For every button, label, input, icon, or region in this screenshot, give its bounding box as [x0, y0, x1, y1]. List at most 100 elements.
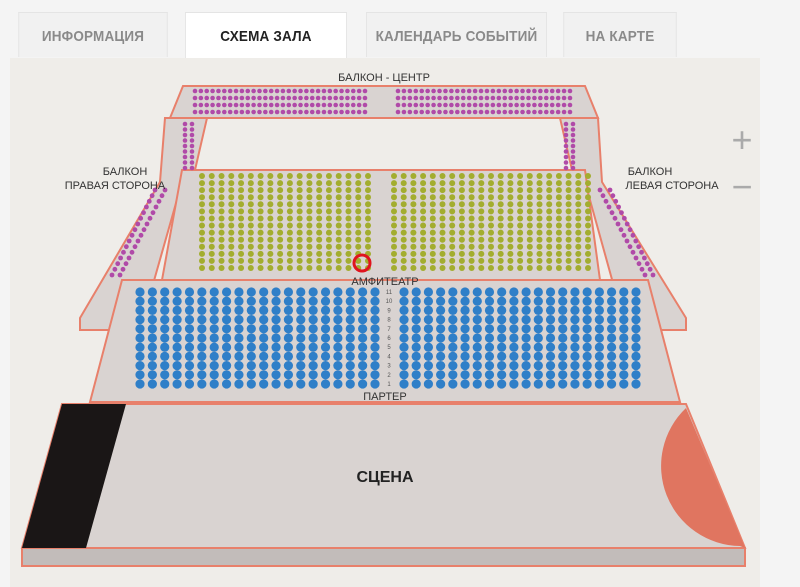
seat[interactable]	[639, 266, 645, 272]
selected-seat-marker[interactable]	[352, 253, 372, 273]
seat[interactable]	[147, 324, 157, 334]
seat[interactable]	[413, 102, 419, 108]
seat[interactable]	[533, 287, 543, 297]
seat[interactable]	[189, 132, 195, 138]
seat[interactable]	[199, 173, 205, 179]
seat[interactable]	[631, 324, 641, 334]
seat[interactable]	[497, 215, 504, 222]
seat[interactable]	[221, 351, 232, 361]
seat[interactable]	[497, 194, 504, 201]
seat[interactable]	[508, 95, 513, 101]
seat[interactable]	[292, 102, 297, 108]
seat[interactable]	[563, 121, 569, 127]
seat[interactable]	[335, 222, 342, 229]
seat[interactable]	[514, 95, 519, 101]
seat[interactable]	[533, 305, 543, 315]
seat[interactable]	[570, 287, 580, 297]
seat[interactable]	[468, 194, 475, 201]
seat[interactable]	[182, 127, 188, 132]
seat[interactable]	[555, 222, 562, 229]
seat[interactable]	[585, 215, 591, 222]
seat[interactable]	[370, 287, 380, 297]
seat[interactable]	[304, 109, 309, 115]
seat[interactable]	[565, 222, 572, 229]
seat[interactable]	[135, 296, 145, 306]
seat[interactable]	[400, 236, 407, 243]
seat[interactable]	[490, 95, 496, 101]
seat[interactable]	[472, 351, 482, 361]
seat[interactable]	[246, 287, 256, 297]
seat[interactable]	[257, 208, 264, 215]
seat[interactable]	[484, 315, 495, 325]
seat[interactable]	[546, 229, 553, 236]
seat[interactable]	[545, 379, 556, 389]
seat[interactable]	[184, 370, 195, 380]
seat[interactable]	[419, 102, 425, 108]
seat[interactable]	[221, 370, 232, 380]
seat[interactable]	[468, 208, 475, 215]
seat[interactable]	[585, 208, 591, 215]
seat[interactable]	[286, 236, 293, 243]
seat[interactable]	[526, 180, 533, 187]
seat[interactable]	[536, 180, 543, 187]
seat[interactable]	[437, 102, 442, 108]
seat[interactable]	[345, 173, 352, 179]
seat[interactable]	[391, 187, 397, 194]
seat[interactable]	[251, 109, 256, 115]
seat[interactable]	[221, 287, 232, 297]
seat[interactable]	[172, 324, 182, 334]
seat[interactable]	[429, 257, 436, 264]
seat[interactable]	[526, 222, 533, 229]
seat[interactable]	[420, 180, 427, 187]
seat[interactable]	[607, 187, 613, 193]
seat[interactable]	[642, 272, 648, 278]
seat[interactable]	[162, 187, 168, 193]
seat[interactable]	[238, 243, 245, 250]
seat[interactable]	[395, 95, 401, 101]
seat[interactable]	[507, 250, 514, 257]
seat[interactable]	[413, 88, 419, 94]
seat[interactable]	[612, 215, 618, 221]
seat[interactable]	[296, 236, 303, 243]
seat[interactable]	[345, 305, 355, 315]
seat[interactable]	[192, 109, 198, 115]
seat[interactable]	[345, 250, 352, 257]
seat[interactable]	[439, 265, 446, 271]
seat[interactable]	[460, 342, 470, 352]
seat[interactable]	[401, 102, 407, 108]
seat[interactable]	[228, 222, 235, 229]
seat[interactable]	[172, 370, 182, 380]
seat[interactable]	[631, 315, 641, 325]
seat[interactable]	[320, 333, 331, 343]
seat[interactable]	[221, 324, 232, 334]
seat[interactable]	[365, 236, 371, 243]
seat[interactable]	[308, 379, 318, 389]
seat[interactable]	[399, 370, 409, 380]
seat[interactable]	[619, 287, 629, 297]
seat[interactable]	[325, 250, 332, 257]
seat[interactable]	[407, 102, 413, 108]
seat[interactable]	[335, 236, 342, 243]
seat[interactable]	[449, 236, 456, 243]
seat[interactable]	[536, 194, 543, 201]
seat[interactable]	[355, 180, 362, 187]
seat[interactable]	[222, 88, 227, 94]
seat[interactable]	[160, 296, 170, 306]
seat[interactable]	[570, 333, 580, 343]
seat[interactable]	[570, 370, 580, 380]
seat[interactable]	[429, 222, 436, 229]
seat[interactable]	[429, 265, 436, 271]
seat[interactable]	[429, 208, 436, 215]
seat[interactable]	[507, 236, 514, 243]
seat[interactable]	[478, 215, 485, 222]
seat[interactable]	[606, 315, 617, 325]
seat[interactable]	[448, 305, 458, 315]
seat[interactable]	[466, 109, 472, 115]
seat[interactable]	[259, 305, 269, 315]
seat[interactable]	[221, 333, 232, 343]
seat[interactable]	[458, 257, 465, 264]
seat[interactable]	[370, 305, 380, 315]
seat[interactable]	[184, 296, 195, 306]
seat[interactable]	[517, 243, 524, 250]
seat[interactable]	[533, 333, 543, 343]
